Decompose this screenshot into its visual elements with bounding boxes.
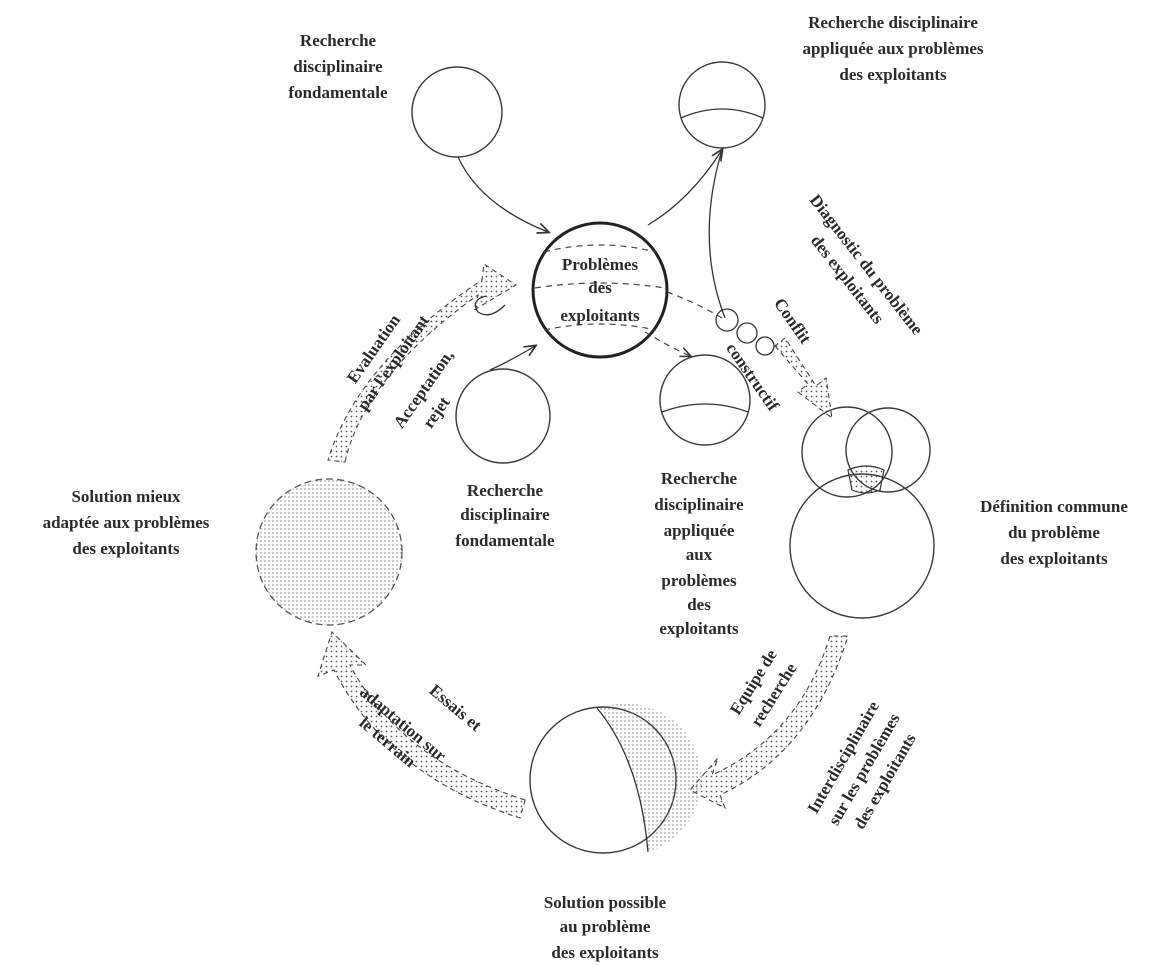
label-applied-inner-line-2: disciplinaire bbox=[654, 495, 744, 514]
arrow-applied-to-conflict bbox=[708, 149, 726, 319]
arrow-inner-fundamental-to-center bbox=[489, 346, 535, 371]
conflict-chain bbox=[715, 308, 775, 356]
arrow-fundamental-to-center bbox=[457, 156, 548, 232]
label-applied-inner-line-3: appliquée bbox=[664, 521, 735, 540]
label-trials: Essais et adaptation sur le terrain bbox=[356, 681, 486, 772]
possible-solution-circle bbox=[529, 703, 702, 854]
label-applied-inner-line-6: des bbox=[687, 595, 711, 614]
label-applied-top-line-1: Recherche disciplinaire bbox=[808, 13, 978, 32]
center-problem-circle bbox=[531, 221, 669, 359]
label-applied-top-line-3: des exploitants bbox=[839, 65, 947, 84]
label-better-solution-line-3: des exploitants bbox=[72, 539, 180, 558]
label-conflict-line-1: Conflit bbox=[770, 295, 815, 348]
label-possible-solution-line-1: Solution possible bbox=[544, 893, 667, 912]
label-applied-research-inner: Recherche disciplinaire appliquée aux pr… bbox=[654, 469, 744, 638]
label-possible-solution-line-2: au problème bbox=[560, 917, 651, 936]
label-applied-inner-line-5: problèmes bbox=[661, 571, 737, 590]
label-fundamental-top-line-3: fondamentale bbox=[288, 83, 388, 102]
fundamental-research-circle-inner bbox=[455, 368, 551, 464]
label-common-definition-line-2: du problème bbox=[1008, 523, 1100, 542]
label-interdisciplinary: Interdisciplinaire sur les problèmes des… bbox=[803, 697, 920, 832]
center-label-line-3: exploitants bbox=[560, 306, 640, 325]
fundamental-research-circle-top bbox=[411, 66, 503, 158]
arrow-center-to-applied-inner bbox=[644, 331, 690, 356]
label-conflict-line-2: constructif bbox=[722, 339, 783, 414]
applied-research-circle-inner bbox=[659, 354, 751, 446]
label-common-definition-line-1: Définition commune bbox=[980, 497, 1128, 516]
label-fundamental-top-line-1: Recherche bbox=[300, 31, 377, 50]
label-common-definition-line-3: des exploitants bbox=[1000, 549, 1108, 568]
label-common-definition: Définition commune du problème des explo… bbox=[980, 497, 1128, 568]
arrow-band-definition-to-solution bbox=[689, 635, 849, 810]
label-applied-inner-line-7: exploitants bbox=[659, 619, 739, 638]
label-better-solution: Solution mieux adaptée aux problèmes des… bbox=[43, 487, 210, 558]
label-better-solution-line-2: adaptée aux problèmes bbox=[43, 513, 210, 532]
label-applied-top-line-2: appliquée aux problèmes bbox=[802, 39, 983, 58]
center-label-line-1: Problèmes bbox=[562, 255, 639, 274]
dashed-center-to-conflict bbox=[666, 291, 723, 319]
applied-research-circle-top bbox=[678, 61, 766, 149]
label-trials-line-1: Essais et bbox=[426, 681, 486, 736]
label-applied-research-top: Recherche disciplinaire appliquée aux pr… bbox=[802, 13, 983, 84]
loop-acceptance bbox=[474, 295, 506, 316]
label-possible-solution-line-3: des exploitants bbox=[551, 943, 659, 962]
label-fundamental-research-top: Recherche disciplinaire fondamentale bbox=[288, 31, 388, 102]
arrow-band-solution-to-better bbox=[317, 630, 526, 819]
better-solution-circle bbox=[255, 478, 403, 626]
arrow-center-to-applied bbox=[647, 150, 722, 226]
label-fundamental-inner-line-1: Recherche bbox=[467, 481, 544, 500]
label-possible-solution: Solution possible au problème des exploi… bbox=[544, 893, 667, 962]
label-applied-inner-line-4: aux bbox=[686, 545, 713, 564]
label-fundamental-top-line-2: disciplinaire bbox=[293, 57, 383, 76]
label-better-solution-line-1: Solution mieux bbox=[71, 487, 181, 506]
label-fundamental-inner-line-2: disciplinaire bbox=[460, 505, 550, 524]
label-fundamental-inner-line-3: fondamentale bbox=[455, 531, 555, 550]
label-applied-inner-line-1: Recherche bbox=[661, 469, 738, 488]
common-definition-circles bbox=[789, 406, 935, 619]
label-fundamental-research-inner: Recherche disciplinaire fondamentale bbox=[455, 481, 555, 550]
center-label-line-2: des bbox=[588, 278, 612, 297]
arrow-band-better-to-center bbox=[327, 263, 518, 463]
arrow-band-conflict-to-definition bbox=[774, 337, 833, 420]
